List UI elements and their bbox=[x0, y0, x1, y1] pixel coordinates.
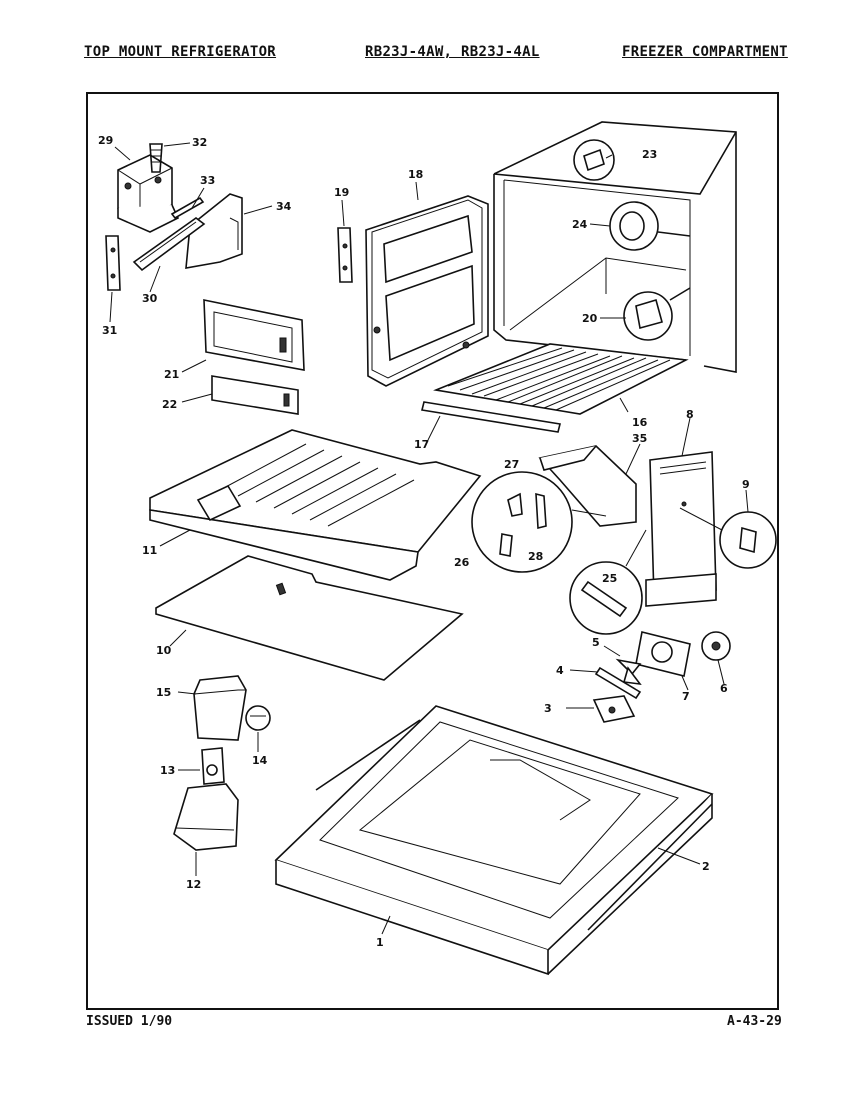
callout-35: 35 bbox=[632, 432, 647, 445]
header-section: FREEZER COMPARTMENT bbox=[622, 44, 788, 60]
part-shelf-rail bbox=[421, 401, 561, 433]
callout-34: 34 bbox=[276, 200, 292, 213]
part-thermostat bbox=[623, 287, 691, 341]
callout-3: 3 bbox=[544, 702, 552, 715]
callout-21: 21 bbox=[164, 368, 179, 381]
callout-29: 29 bbox=[98, 134, 113, 147]
callout-24: 24 bbox=[572, 218, 588, 231]
header-model-numbers: RB23J-4AW, RB23J-4AL bbox=[365, 44, 540, 60]
callout-6: 6 bbox=[720, 682, 728, 695]
part-spring-pin bbox=[149, 143, 163, 173]
callout-25: 25 bbox=[602, 572, 617, 585]
part-ice-bin-top bbox=[193, 675, 247, 741]
callout-15: 15 bbox=[156, 686, 171, 699]
part-air-duct bbox=[538, 445, 637, 527]
part-freezer-liner bbox=[274, 705, 714, 976]
leader-lines bbox=[109, 142, 749, 935]
part-freezer-shelf bbox=[433, 343, 689, 415]
callout-14: 14 bbox=[252, 754, 268, 767]
callout-27: 27 bbox=[504, 458, 519, 471]
callout-labels: 29 32 33 34 30 31 19 18 23 24 20 16 17 2… bbox=[98, 134, 750, 949]
part-cover-plate bbox=[185, 193, 243, 269]
part-grommet bbox=[701, 631, 731, 661]
callout-18: 18 bbox=[408, 168, 423, 181]
part-ice-bin-mount bbox=[201, 747, 225, 785]
part-freezer-door bbox=[365, 195, 489, 387]
callout-31: 31 bbox=[102, 324, 117, 337]
part-fan-motor-bracket bbox=[635, 631, 691, 677]
part-light-bulb bbox=[609, 201, 691, 251]
callout-11: 11 bbox=[142, 544, 157, 557]
part-hinge-bar bbox=[105, 235, 121, 291]
part-bracket-detail bbox=[471, 471, 607, 573]
part-door-trim bbox=[315, 719, 713, 931]
callout-26: 26 bbox=[454, 556, 470, 569]
part-door-hinge bbox=[337, 227, 353, 283]
part-heater-detail bbox=[569, 529, 647, 635]
callout-12: 12 bbox=[186, 878, 201, 891]
callout-5: 5 bbox=[592, 636, 600, 649]
part-floor-cover bbox=[155, 555, 464, 681]
part-fan-blade bbox=[615, 658, 642, 686]
callout-22: 22 bbox=[162, 398, 177, 411]
callout-7: 7 bbox=[682, 690, 690, 703]
callout-16: 16 bbox=[632, 416, 648, 429]
callout-33: 33 bbox=[200, 174, 215, 187]
part-light-lens bbox=[211, 375, 299, 415]
callout-4: 4 bbox=[556, 664, 564, 677]
part-freezer-floor bbox=[149, 429, 482, 581]
part-light-socket bbox=[573, 139, 615, 181]
callout-19: 19 bbox=[334, 186, 349, 199]
part-ice-bin bbox=[173, 783, 239, 851]
callout-13: 13 bbox=[160, 764, 175, 777]
diagram-frame bbox=[86, 92, 779, 1010]
callout-1: 1 bbox=[376, 936, 384, 949]
callout-17: 17 bbox=[414, 438, 429, 451]
callout-2: 2 bbox=[702, 860, 710, 873]
footer-issued-date: ISSUED 1/90 bbox=[86, 1014, 173, 1029]
footer-page-code: A-43-29 bbox=[727, 1014, 782, 1029]
callout-30: 30 bbox=[142, 292, 158, 305]
callout-23: 23 bbox=[642, 148, 657, 161]
part-light-cover bbox=[203, 299, 305, 371]
part-evaporator-cover bbox=[645, 451, 717, 607]
callout-28: 28 bbox=[528, 550, 543, 563]
part-ice-bin-clip bbox=[245, 705, 271, 731]
part-fan-detail bbox=[679, 507, 777, 569]
callout-32: 32 bbox=[192, 136, 207, 149]
part-strip bbox=[170, 196, 205, 220]
part-fan-motor bbox=[592, 695, 636, 723]
cabinet-outline bbox=[493, 121, 737, 373]
part-hinge-bracket bbox=[117, 154, 180, 233]
header-title: TOP MOUNT REFRIGERATOR bbox=[84, 44, 277, 60]
callout-10: 10 bbox=[156, 644, 172, 657]
part-hinge-arm bbox=[132, 217, 206, 272]
callout-8: 8 bbox=[686, 408, 694, 421]
callout-9: 9 bbox=[742, 478, 750, 491]
callout-20: 20 bbox=[582, 312, 598, 325]
